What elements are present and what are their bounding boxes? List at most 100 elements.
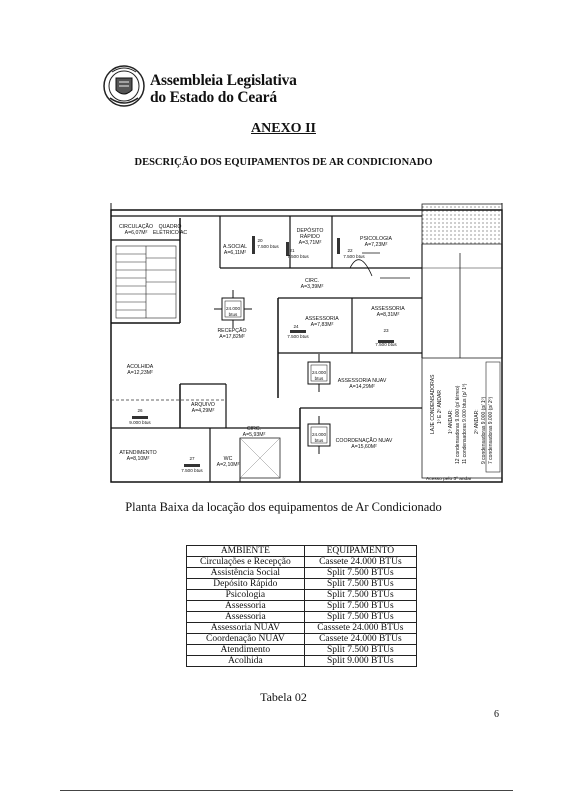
note-2: 12 condensadoras 9.000 (p/ térreo) xyxy=(455,385,461,464)
note-acesso: Acesso pelo 3º andar xyxy=(426,476,472,482)
note-laje: LAJE CONDENSADORAS xyxy=(430,374,436,434)
unit-21-label: 7.500 btus xyxy=(287,254,309,259)
note-3: 11 condensadoras 9.000 btus (p/ 1º) xyxy=(462,383,468,464)
unit-20-number: 20 xyxy=(257,238,263,243)
cell-ambiente: Assessoria xyxy=(186,611,305,623)
area-psicologia: A=7,23M² xyxy=(365,242,388,248)
label-circ: CIRC. xyxy=(305,278,319,284)
note-4: 2º ANDAR: xyxy=(474,409,480,434)
area-circulacao: A=6,07M² xyxy=(125,230,148,236)
cassette-1-capacity: 24.000 xyxy=(226,306,240,311)
label-asocial: A.SOCIAL xyxy=(223,244,247,250)
note-5: 9 condensadoras 9.000 (p/ 1º) xyxy=(481,397,487,464)
cell-equipamento: Cassete 24.000 BTUs xyxy=(303,556,418,568)
cassette-3-capacity: 24.000 xyxy=(312,432,326,437)
cell-ambiente: Depósito Rápido xyxy=(186,578,305,590)
unit-23-label: 7.500 btus xyxy=(375,342,397,347)
unit-24-label: 7.500 btus xyxy=(287,334,309,339)
area-coord: A=15,60M² xyxy=(351,444,377,450)
area-deposito: A=3,71M² xyxy=(299,240,322,246)
area-asocial: A=6,11M² xyxy=(224,250,247,256)
cell-equipamento: Casssete 24.000 BTUs xyxy=(303,622,418,634)
cell-equipamento: Split 7.500 BTUs xyxy=(303,600,418,612)
label-coord: COORDENAÇÃO NUAV xyxy=(336,437,393,444)
cell-ambiente: Circulações e Recepção xyxy=(186,556,305,568)
area-nuav: A=14,29M² xyxy=(349,384,375,390)
unit-26-number: 26 xyxy=(137,408,143,413)
label-assessoria-a: ASSESSORIA xyxy=(371,306,405,312)
label-recepcao: RECEPÇÃO xyxy=(217,327,246,334)
cassette-2-unit: btus xyxy=(315,376,324,381)
cassette-unit-nuav xyxy=(307,354,331,392)
label-assessoria-b: ASSESSORIA xyxy=(305,316,339,322)
cell-ambiente: Acolhida xyxy=(186,655,305,667)
floor-plan: CIRCULAÇÃO A=6,07M² QUADRO ELÉTRICO AC A… xyxy=(110,203,503,483)
cassette-2-capacity: 24.000 xyxy=(312,370,326,375)
unit-21-number: 21 xyxy=(289,248,295,253)
table-caption: Tabela 02 xyxy=(260,690,307,704)
cell-equipamento: Split 7.500 BTUs xyxy=(303,589,418,601)
cell-equipamento: Split 9.000 BTUs xyxy=(303,655,418,667)
annex-title: ANEXO II xyxy=(251,121,316,136)
area-assessoria-a: A=8,31M² xyxy=(377,312,400,318)
unit-20-label: 7.500 btus xyxy=(257,244,279,249)
note-1: 1º ANDAR: xyxy=(448,409,454,434)
area-assessoria-b: A=7,83M² xyxy=(311,322,334,328)
label-quadro2: ELÉTRICO AC xyxy=(153,229,188,236)
footer-divider xyxy=(60,790,513,791)
cell-equipamento: Split 7.500 BTUs xyxy=(303,644,418,656)
cassette-3-unit: btus xyxy=(315,438,324,443)
unit-27-number: 27 xyxy=(189,456,195,461)
label-quadro: QUADRO xyxy=(159,224,182,230)
section-title: DESCRIÇÃO DOS EQUIPAMENTOS DE AR CONDICI… xyxy=(134,157,433,168)
table-header-row: AMBIENTE EQUIPAMENTO xyxy=(186,545,418,557)
cassette-unit-coordination xyxy=(307,416,331,454)
letterhead: Assembleia Legislativa do Estado do Cear… xyxy=(102,62,362,116)
cell-ambiente: Atendimento xyxy=(186,644,305,656)
label-nuav: ASSESSORIA NUAV xyxy=(338,378,387,384)
institution-name-line2: do Estado do Ceará xyxy=(150,89,277,106)
unit-23-number: 23 xyxy=(383,328,389,333)
coat-of-arms-icon xyxy=(103,65,145,107)
page-number: 6 xyxy=(494,709,499,720)
cell-ambiente: Coordenação NUAV xyxy=(186,633,305,645)
cassette-unit-reception xyxy=(214,290,252,328)
label-circulacao: CIRCULAÇÃO xyxy=(119,223,153,230)
label-wc: WC xyxy=(224,456,233,462)
cell-equipamento: Cassete 24.000 BTUs xyxy=(303,633,418,645)
column-header-equipamento: EQUIPAMENTO xyxy=(303,545,418,557)
unit-22-number: 22 xyxy=(347,248,353,253)
area-wc: A=2,10M² xyxy=(217,462,240,468)
unit-22-label: 7.500 btus xyxy=(343,254,365,259)
label-arquivo: ARQUIVO xyxy=(191,402,215,408)
cell-ambiente: Assessoria xyxy=(186,600,305,612)
label-acolhida: ACOLHIDA xyxy=(127,364,154,370)
cell-ambiente: Assessoria NUAV xyxy=(186,622,305,634)
note-laje2: 1º E 2º ANDAR xyxy=(437,390,443,424)
label-psicologia: PSICOLOGIA xyxy=(360,236,393,242)
equipment-table: AMBIENTE EQUIPAMENTO Circulações e Recep… xyxy=(186,545,418,667)
unit-27-label: 7.500 btus xyxy=(181,468,203,473)
laje-area xyxy=(421,357,503,479)
area-atendimento: A=8,10M² xyxy=(127,456,150,462)
unit-26-label: 9.000 btus xyxy=(129,420,151,425)
staircase xyxy=(115,245,177,319)
label-atendimento: ATENDIMENTO xyxy=(119,450,156,456)
hatched-area xyxy=(421,203,503,245)
label-circ2: CIRC. xyxy=(247,426,261,432)
institution-name-line1: Assembleia Legislativa xyxy=(150,72,297,89)
area-arquivo: A=4,29M² xyxy=(192,408,215,414)
cell-ambiente: Psicologia xyxy=(186,589,305,601)
area-recepcao: A=17,82M² xyxy=(219,334,245,340)
unit-24-number: 24 xyxy=(293,324,299,329)
